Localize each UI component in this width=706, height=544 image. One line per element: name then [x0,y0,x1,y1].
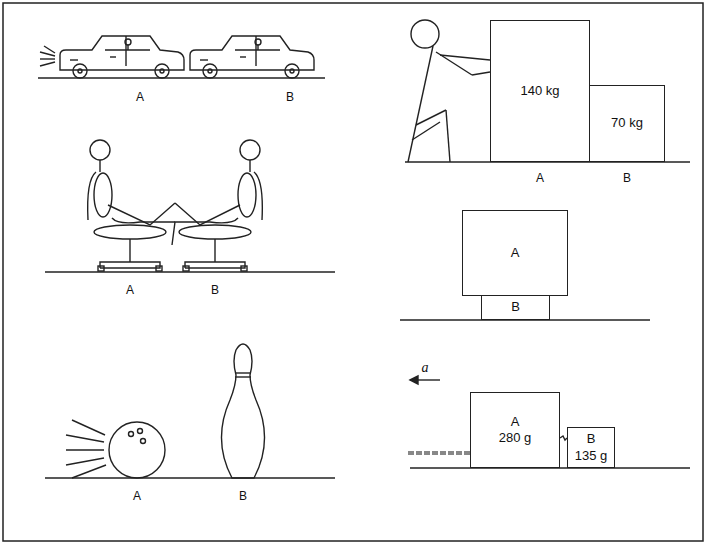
object-label: B [623,171,631,185]
box-label: B [587,431,596,447]
mass-box: B135 g [567,427,615,468]
object-label: A [536,171,544,185]
bowling-illustration [45,344,335,478]
mass-box: A280 g [470,392,560,468]
push-illustration [405,20,690,162]
box-label: B [511,299,520,315]
mass-box: B [481,295,550,320]
mass-box: A [462,210,568,296]
box-label: 70 kg [611,115,643,131]
object-label: B [211,283,219,297]
box-label: A [511,245,520,261]
frame [3,3,703,541]
object-label: B [286,90,294,104]
pull-illustration [408,376,690,468]
box-label: 140 kg [520,83,559,99]
chair-illustrations [45,140,335,272]
acceleration-label: a [422,360,429,376]
box-label: A [511,414,520,430]
object-label: A [126,283,134,297]
object-label: A [136,90,144,104]
mass-box: 140 kg [490,20,590,162]
object-label: A [133,489,141,503]
box-label: 280 g [499,430,532,446]
car-illustrations [38,36,325,78]
box-label: 135 g [575,448,608,464]
object-label: B [239,489,247,503]
mass-box: 70 kg [589,85,665,162]
